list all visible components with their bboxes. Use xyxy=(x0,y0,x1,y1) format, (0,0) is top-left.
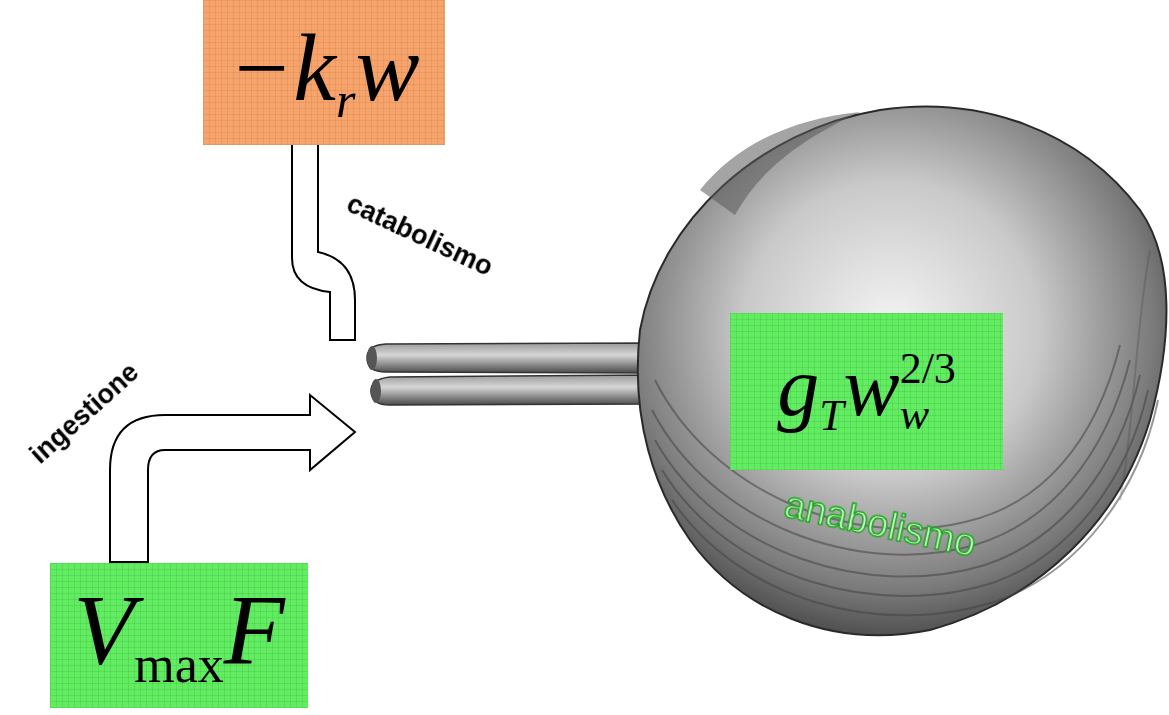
siphon-lower xyxy=(371,375,655,405)
catabolism-term: −krw xyxy=(203,0,445,145)
formula-symbol: 2/3 xyxy=(900,347,956,391)
formula-symbol: T xyxy=(819,391,843,440)
growth-lines xyxy=(652,250,1158,615)
formula-symbol: F xyxy=(224,574,285,685)
process-label: anabolismo xyxy=(781,483,980,565)
formula: −krw xyxy=(229,20,420,126)
ingestion-arrow xyxy=(110,395,355,562)
siphon-opening xyxy=(367,346,377,370)
ingestion-term: VmaxF xyxy=(50,563,308,708)
formula-symbol: max xyxy=(134,636,224,693)
process-label: ingestione xyxy=(24,357,145,470)
formula-symbol: g xyxy=(777,340,819,433)
process-label: catabolismo xyxy=(342,188,498,283)
clam-shell xyxy=(638,107,1167,636)
formula-symbol: w xyxy=(844,340,900,433)
formula-symbol: r xyxy=(336,72,355,128)
siphon-opening xyxy=(371,379,381,403)
anabolism-term: gTw2/3w xyxy=(730,313,1003,470)
formula: gTw2/3w xyxy=(777,345,956,438)
index-stack: 2/3w xyxy=(900,347,956,437)
siphon-upper xyxy=(367,343,650,373)
formula-symbol: V xyxy=(73,574,134,685)
shell-umbo xyxy=(700,112,860,215)
formula-symbol: w xyxy=(355,14,419,121)
formula: VmaxF xyxy=(73,580,285,690)
formula-symbol: −k xyxy=(229,14,336,121)
formula-symbol: w xyxy=(900,393,956,437)
